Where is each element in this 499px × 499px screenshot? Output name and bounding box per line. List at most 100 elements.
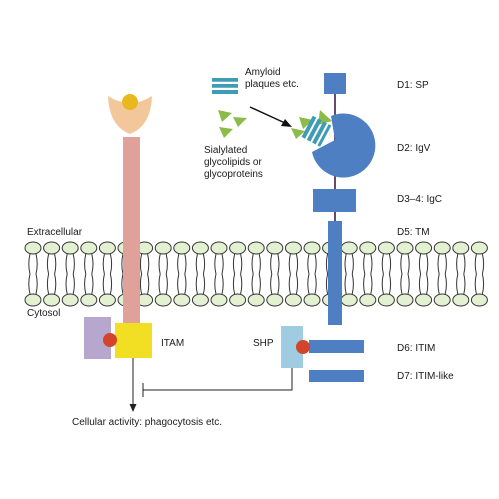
- lipid-tail: [139, 273, 143, 295]
- lipid-tail: [481, 273, 485, 295]
- shp-label: SHP: [253, 338, 274, 349]
- lipid-tail: [351, 273, 354, 295]
- domain-label-d1: D1: SP: [397, 80, 429, 91]
- lipid-tail: [277, 273, 280, 295]
- lipid-tail: [177, 273, 180, 295]
- lipid-tail: [102, 273, 105, 295]
- lipid-head: [229, 241, 247, 255]
- lipid-tail: [307, 273, 310, 295]
- lipid-tail: [214, 273, 217, 295]
- sialylated-label: Sialylated glycolipids or glycoproteins: [204, 145, 263, 180]
- lipid-head: [173, 241, 191, 255]
- lipid-head: [396, 293, 414, 307]
- lipid-tail: [295, 253, 299, 275]
- lipid-head: [284, 293, 302, 307]
- left-receptor-cup: [108, 96, 152, 134]
- lipid-tail: [72, 253, 75, 275]
- domain-label-d6: D6: ITIM: [397, 343, 436, 354]
- lipid-tail: [184, 253, 187, 275]
- lipid-tail: [65, 273, 68, 295]
- lipid-tail: [388, 273, 392, 295]
- lipid-tail: [109, 273, 113, 295]
- lipid-tail: [35, 253, 38, 275]
- lipid-head: [61, 293, 79, 307]
- lipid-head: [24, 293, 42, 307]
- lipid-head: [377, 241, 395, 255]
- lipid-head: [43, 241, 61, 255]
- lipid-tail: [344, 253, 347, 275]
- lipid-tail: [165, 273, 168, 295]
- itim-phospho-dot: [296, 340, 310, 354]
- lipid-tail: [165, 253, 168, 275]
- lipid-tail: [270, 273, 273, 295]
- lipid-tail: [400, 273, 403, 295]
- lipid-tail: [444, 273, 447, 295]
- lipid-tail: [363, 273, 366, 295]
- lipid-tail: [232, 273, 236, 295]
- lipid-tail: [214, 253, 217, 275]
- domain-label-d3-4: D3–4: IgC: [397, 194, 443, 205]
- lipid-tail: [251, 273, 254, 295]
- lipid-head: [266, 293, 284, 307]
- lipid-head: [43, 293, 61, 307]
- lipid-tail: [258, 253, 261, 275]
- lipid-tail: [121, 273, 124, 295]
- lipid-tail: [426, 273, 429, 295]
- lipid-tail: [314, 253, 317, 275]
- lipid-head: [470, 241, 488, 255]
- lipid-head: [210, 241, 228, 255]
- lipid-tail: [147, 273, 150, 295]
- lipid-tail: [84, 253, 87, 275]
- lipid-tail: [35, 273, 38, 295]
- lipid-tail: [437, 273, 440, 295]
- lipid-tail: [54, 273, 57, 295]
- lipid-head: [191, 293, 209, 307]
- shp-box: [281, 326, 303, 368]
- lipid-tail: [270, 253, 273, 275]
- lipid-head: [247, 293, 265, 307]
- lipid-tail: [46, 253, 50, 275]
- lipid-head: [433, 293, 451, 307]
- lipid-tail: [158, 273, 161, 295]
- lipid-tail: [258, 273, 261, 295]
- sialylated-glycans-legend: [218, 110, 247, 138]
- lipid-tail: [28, 253, 31, 275]
- lipid-tail: [84, 273, 87, 295]
- lipid-tail: [325, 273, 329, 295]
- lipid-tail: [314, 273, 317, 295]
- lipid-head: [266, 241, 284, 255]
- extracellular-label: Extracellular: [27, 227, 83, 238]
- domain-label-d5: D5: TM: [397, 227, 430, 238]
- lipid-tail: [456, 273, 459, 295]
- lipid-tail: [65, 253, 68, 275]
- lipid-tail: [295, 273, 299, 295]
- lipid-tail: [240, 273, 243, 295]
- cytosol-label: Cytosol: [27, 308, 61, 319]
- domain-d2-igv: [312, 113, 376, 178]
- lipid-tail: [46, 273, 50, 295]
- domain-label-d2: D2: IgV: [397, 143, 431, 154]
- lipid-head: [396, 241, 414, 255]
- lipid-tail: [158, 253, 161, 275]
- lipid-tail: [474, 253, 477, 275]
- lipid-tail: [139, 253, 143, 275]
- lipid-tail: [426, 253, 429, 275]
- itam-box: [115, 323, 152, 358]
- lipid-tail: [363, 253, 366, 275]
- amyloid-plaque-icon: [212, 78, 238, 94]
- lipid-tail: [344, 273, 347, 295]
- lipid-head: [229, 293, 247, 307]
- lipid-head: [340, 293, 358, 307]
- lipid-head: [452, 241, 470, 255]
- domain-d1-sp: [324, 73, 346, 94]
- lipid-tail: [407, 253, 410, 275]
- lipid-tail: [147, 253, 150, 275]
- left-receptor-stalk: [123, 137, 140, 327]
- lipid-tail: [202, 253, 206, 275]
- lipid-tail: [407, 273, 410, 295]
- binding-arrow-line: [249, 106, 286, 124]
- itam-label: ITAM: [161, 338, 185, 349]
- lipid-tail: [240, 253, 243, 275]
- lipid-head: [303, 241, 321, 255]
